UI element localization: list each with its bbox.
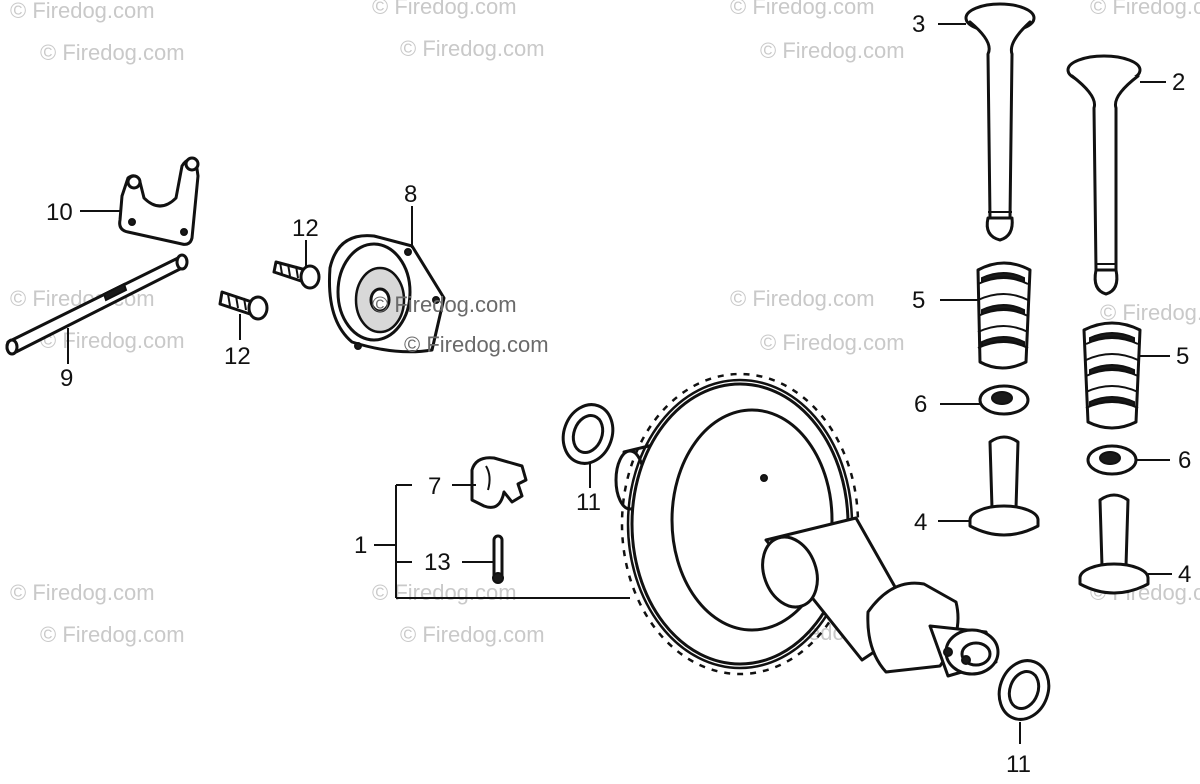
callout-5-left: 5 — [912, 287, 925, 314]
part-8-housing — [328, 234, 446, 354]
callout-4-right: 4 — [1178, 561, 1191, 588]
callout-4-left: 4 — [914, 509, 927, 536]
watermark: © Firedog.com — [404, 332, 549, 357]
callout-3: 3 — [912, 11, 925, 38]
part-1-camshaft — [614, 372, 1000, 678]
watermark: © Firedog.com — [40, 622, 185, 647]
callout-10: 10 — [46, 199, 73, 226]
watermark: © Firedog.com — [730, 0, 875, 19]
part-11-washer-lower — [997, 659, 1051, 721]
watermark: © Firedog.com — [760, 330, 905, 355]
watermark: © Firedog.com — [1090, 0, 1200, 19]
callout-5-right: 5 — [1176, 343, 1189, 370]
watermark: © Firedog.com — [400, 622, 545, 647]
part-5-spring-left — [976, 261, 1032, 370]
part-10-plate — [118, 156, 200, 246]
watermark: © Firedog.com — [40, 328, 185, 353]
part-2-valve — [1066, 54, 1142, 296]
part-7-block — [470, 456, 528, 509]
callout-6-right: 6 — [1178, 447, 1191, 474]
part-6-retainer-left — [978, 384, 1030, 416]
leader-lines — [67, 23, 1172, 744]
part-4-tappet-right — [1078, 493, 1150, 595]
watermark: © Firedog.com — [40, 40, 185, 65]
callout-11-lower: 11 — [1006, 751, 1031, 778]
part-12-bolt-lower — [218, 290, 269, 321]
watermark: © Firedog.com — [372, 292, 517, 317]
callout-9: 9 — [60, 365, 73, 392]
part-3-valve — [964, 2, 1036, 242]
watermark: © Firedog.com — [372, 0, 517, 19]
callout-1: 1 — [354, 532, 367, 559]
watermark: © Firedog.com — [10, 0, 155, 23]
watermark: © Firedog.com — [760, 38, 905, 63]
part-4-tappet-left — [968, 435, 1040, 537]
callout-12-upper: 12 — [292, 215, 319, 242]
part-5-spring-right — [1082, 321, 1142, 430]
part-9-shaft — [5, 253, 189, 356]
watermark: © Firedog.com — [10, 580, 155, 605]
watermark: © Firedog.com — [372, 580, 517, 605]
callout-6-left: 6 — [914, 391, 927, 418]
part-12-bolt-upper — [272, 260, 321, 290]
callout-12-lower: 12 — [224, 343, 251, 370]
watermark: © Firedog.com — [1100, 300, 1200, 325]
part-13-pin — [492, 534, 504, 584]
callout-13: 13 — [424, 549, 451, 576]
callout-11-upper: 11 — [576, 489, 601, 516]
part-6-retainer-right — [1086, 444, 1138, 476]
part-11-washer-upper — [561, 403, 615, 465]
watermark: © Firedog.com — [400, 36, 545, 61]
watermark: © Firedog.com — [730, 286, 875, 311]
callout-2: 2 — [1172, 69, 1185, 96]
callout-labels: 1 2 3 4 4 5 5 6 6 7 8 9 10 11 11 12 12 1… — [46, 11, 1191, 778]
callout-8: 8 — [404, 181, 417, 208]
callout-7: 7 — [428, 473, 441, 500]
